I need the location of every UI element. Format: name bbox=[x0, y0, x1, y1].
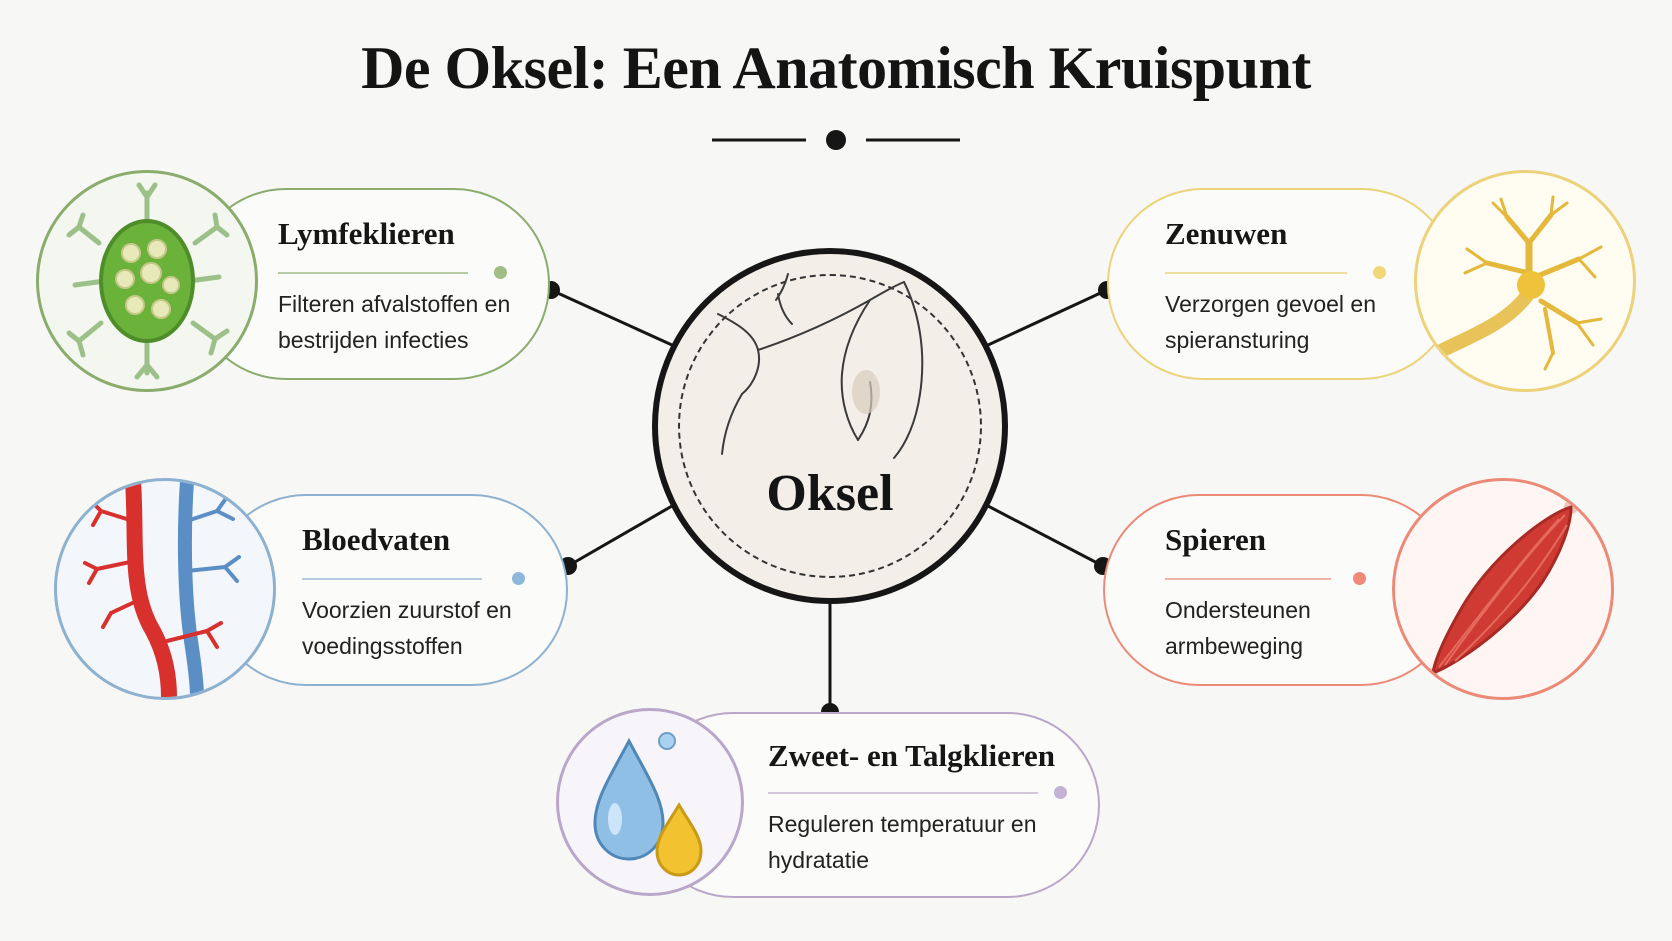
medallion-muscles bbox=[1392, 478, 1614, 700]
droplets-icon bbox=[593, 732, 703, 877]
card-rule-glands bbox=[768, 792, 1038, 794]
card-rule-vessels bbox=[302, 578, 482, 580]
blood-vessels-icon bbox=[83, 481, 241, 697]
center-label: Oksel bbox=[766, 465, 894, 522]
armpit-sketch bbox=[717, 273, 924, 459]
card-title-vessels: Bloedvaten bbox=[302, 522, 451, 557]
connector-nerves bbox=[987, 288, 1108, 347]
card-rule-nerves bbox=[1165, 272, 1347, 274]
card-dot-muscles bbox=[1353, 572, 1366, 585]
medallion-nerves bbox=[1414, 170, 1636, 392]
title-divider bbox=[712, 130, 960, 150]
page-title: De Oksel: Een Anatomisch Kruispunt bbox=[361, 35, 1311, 101]
card-dot-glands bbox=[1054, 786, 1067, 799]
connector-vessels bbox=[567, 504, 673, 568]
muscle-icon bbox=[1406, 481, 1598, 697]
card-title-glands: Zweet- en Talgklieren bbox=[768, 738, 1056, 773]
card-title-nerves: Zenuwen bbox=[1165, 216, 1288, 251]
card-title-muscles: Spieren bbox=[1165, 522, 1267, 557]
lymph-node-icon bbox=[66, 182, 230, 380]
card-rule-muscles bbox=[1165, 578, 1331, 580]
card-dot-lymph bbox=[494, 266, 507, 279]
center-hub-dashed-ring bbox=[678, 274, 982, 578]
card-dot-nerves bbox=[1373, 266, 1386, 279]
connector-lymph bbox=[550, 288, 673, 347]
medallion-lymph bbox=[36, 170, 258, 392]
card-dot-vessels bbox=[512, 572, 525, 585]
card-rule-lymph bbox=[278, 272, 468, 274]
connector-muscles bbox=[987, 504, 1104, 568]
medallion-vessels bbox=[54, 478, 276, 700]
medallion-glands bbox=[556, 708, 744, 896]
neuron-icon bbox=[1430, 195, 1603, 371]
center-hub: Oksel bbox=[652, 248, 1008, 604]
card-title-lymph: Lymfeklieren bbox=[278, 216, 455, 251]
